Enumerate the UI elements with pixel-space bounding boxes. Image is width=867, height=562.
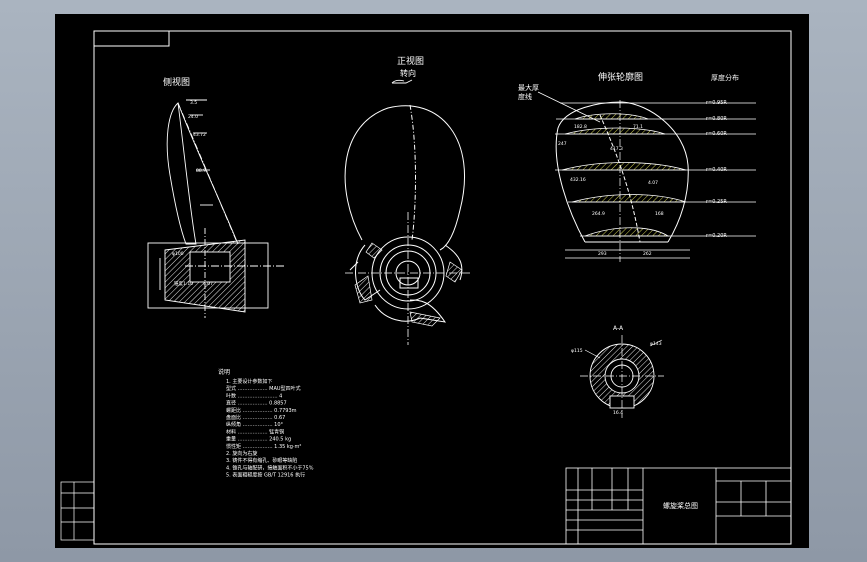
note-line: 重量 ……………… 240.5 kg — [226, 436, 291, 443]
svg-text:r=0.80R: r=0.80R — [706, 116, 727, 122]
max-thickness-label-2: 度线 — [518, 92, 532, 101]
svg-text:r=0.60R: r=0.60R — [706, 131, 727, 137]
section-profiles — [561, 113, 687, 237]
svg-text:71.1: 71.1 — [633, 124, 643, 130]
svg-text:r=0.95R: r=0.95R — [706, 100, 727, 106]
svg-text:16.4: 16.4 — [613, 410, 623, 416]
note-line: 4. 锥孔与轴配研，接触面积不小于75% — [226, 464, 314, 471]
svg-text:432.16: 432.16 — [570, 177, 586, 183]
thickness-title: 厚度分布 — [711, 73, 739, 82]
note-line: 惯性矩 ……………… 1.35 kg·m² — [226, 443, 301, 450]
note-line: 3. 铸件不得有缩孔、砂眼等缺陷 — [226, 457, 297, 464]
note-line: 2. 旋向为右旋 — [226, 450, 257, 457]
svg-text:88.9: 88.9 — [196, 168, 206, 174]
rotation-arrow — [391, 79, 413, 84]
margin-table — [60, 481, 95, 541]
section-dims: φ115 φ143 16.4 — [571, 341, 662, 416]
svg-text:262: 262 — [643, 251, 652, 257]
svg-text:43.72: 43.72 — [193, 132, 206, 138]
thickness-labels: r=0.95R r=0.80R r=0.60R r=0.40R r=0.25R … — [706, 100, 727, 239]
svg-text:182.8: 182.8 — [574, 124, 587, 130]
notes-heading: 说明 — [218, 368, 230, 376]
svg-text:φ100: φ100 — [172, 251, 184, 257]
front-view-hatch — [354, 242, 463, 327]
svg-text:4.07: 4.07 — [203, 281, 213, 287]
svg-text:3.5: 3.5 — [190, 100, 197, 106]
svg-text:417.3: 417.3 — [610, 146, 623, 152]
drawing-code-box — [93, 30, 170, 47]
rotation-label: 转向 — [400, 68, 416, 78]
section-title: A-A — [613, 325, 624, 332]
note-line: 型式 ……………… MAU型四叶式 — [226, 385, 301, 392]
svg-text:r=0.40R: r=0.40R — [706, 167, 727, 173]
note-line: 盘面比 ……………… 0.67 — [226, 414, 285, 421]
note-line: 直径 ……………… 0.8857 — [226, 400, 287, 407]
profile-dims: 182.8 71.1 247 417.3 432.16 4.07 264.9 1… — [558, 124, 664, 257]
inner-frame — [93, 30, 792, 545]
svg-text:r=0.20R: r=0.20R — [706, 233, 727, 239]
svg-text:24.0: 24.0 — [188, 114, 198, 120]
svg-text:4.07: 4.07 — [648, 180, 658, 186]
svg-text:264.9: 264.9 — [592, 211, 605, 217]
note-line: 螺距比 ……………… 0.7793m — [226, 407, 297, 414]
technical-notes: 说明 1. 主要设计参数如下 型式 ……………… MAU型四叶式 叶数 …………… — [218, 368, 314, 479]
section-view — [580, 335, 664, 418]
max-thickness-label-1: 最大厚 — [518, 83, 539, 92]
note-line: 5. 表面粗糙度按 GB/T 12916 执行 — [226, 472, 305, 479]
svg-text:247: 247 — [558, 141, 567, 147]
note-line: 1. 主要设计参数如下 — [226, 378, 272, 385]
svg-text:φ115: φ115 — [571, 348, 583, 354]
svg-text:293: 293 — [598, 251, 607, 257]
svg-text:168: 168 — [655, 211, 664, 217]
profile-title: 伸张轮廓图 — [598, 71, 643, 83]
note-line: 纵倾角 ……………… 10° — [226, 421, 284, 428]
note-line: 材料 ……………… 锰青铜 — [226, 428, 284, 435]
side-view-dims: 3.5 24.0 43.72 88.9 φ100 锥度1:10 4.07 — [172, 100, 213, 287]
svg-text:φ143: φ143 — [650, 341, 662, 347]
front-view-title: 正视图 — [397, 55, 424, 67]
svg-text:锥度1:10: 锥度1:10 — [174, 280, 193, 287]
side-view-title: 侧视图 — [163, 76, 190, 88]
side-view — [147, 99, 285, 318]
title-block — [565, 467, 792, 545]
drawing-name: 螺旋桨总图 — [663, 501, 698, 510]
note-line: 叶数 …………………… 4 — [226, 392, 282, 399]
svg-text:r=0.25R: r=0.25R — [706, 199, 727, 205]
profile-view — [555, 100, 689, 262]
